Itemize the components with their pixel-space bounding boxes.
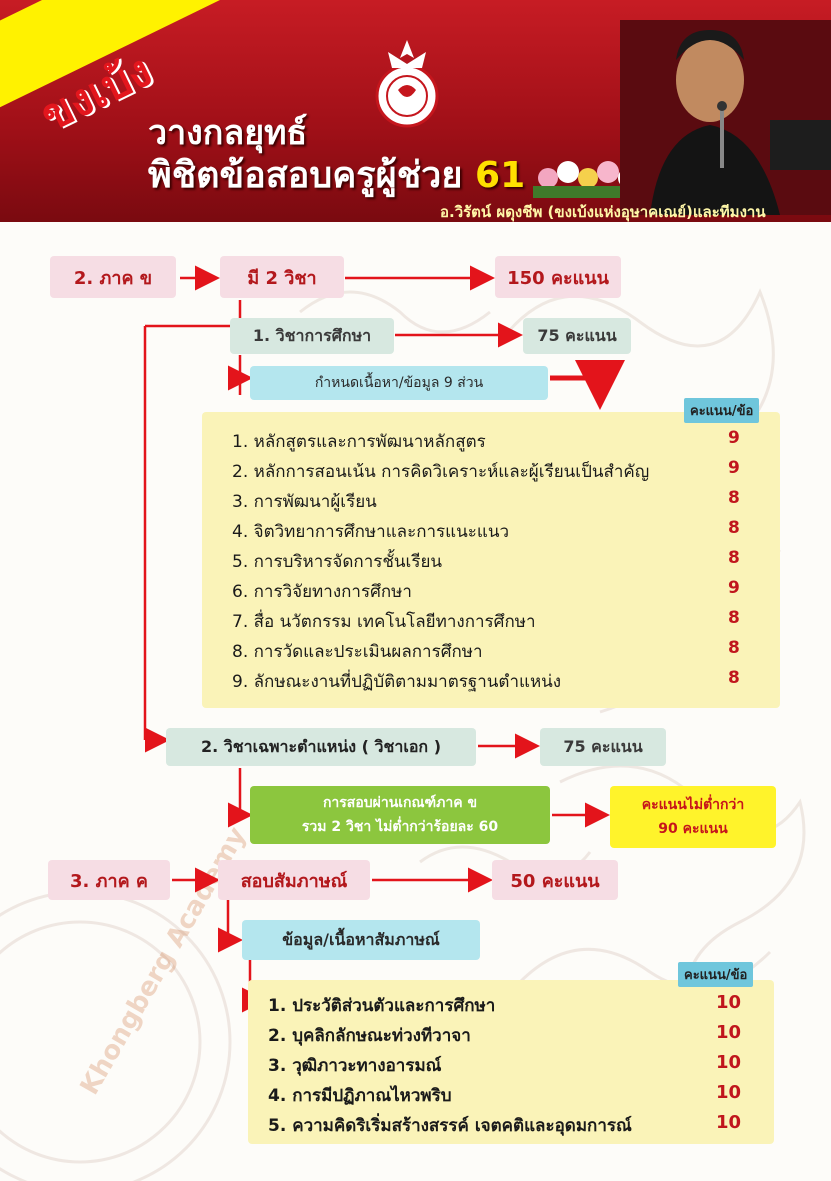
subject-1-content-label: กำหนดเนื้อหา/ข้อมูล 9 ส่วน — [250, 366, 548, 400]
subject-1-score: 75 คะแนน — [523, 318, 631, 354]
min-score-box: คะแนนไม่ต่ำกว่า 90 คะแนน — [610, 786, 776, 848]
part-c-label: 3. ภาค ค — [48, 860, 170, 900]
subject-2-label: 2. วิชาเฉพาะตำแหน่ง ( วิชาเอก ) — [166, 728, 476, 766]
title-line-1: วางกลยุทธ์ — [148, 113, 308, 153]
subject-1-item: 2. หลักการสอนเน้น การคิดวิเคราะห์และผู้เ… — [232, 462, 650, 482]
part-c-item-score: 10 — [716, 1112, 742, 1133]
pass-criteria-box: การสอบผ่านเกณฑ์ภาค ข รวม 2 วิชา ไม่ต่ำกว… — [250, 786, 550, 844]
part-b-subjects: มี 2 วิชา — [220, 256, 344, 298]
part-c-score-header: คะแนน/ข้อ — [678, 962, 754, 987]
subject-1-item-score: 9 — [728, 428, 740, 448]
part-b-label: 2. ภาค ข — [50, 256, 176, 298]
part-c-content-label: ข้อมูล/เนื้อหาสัมภาษณ์ — [242, 920, 480, 960]
subject-1-item: 6. การวิจัยทางการศึกษา — [232, 582, 412, 602]
subject-1-item: 5. การบริหารจัดการชั้นเรียน — [232, 552, 443, 572]
part-c-interview: สอบสัมภาษณ์ — [218, 860, 370, 900]
part-c-item-score: 10 — [716, 992, 742, 1013]
min-score-line-2: 90 คะแนน — [658, 821, 728, 837]
part-c-item: 5. ความคิดริเริ่มสร้างสรรค์ เจตคติและอุด… — [268, 1116, 632, 1136]
subject-1-topic-list — [202, 412, 780, 708]
subject-1-item-score: 8 — [728, 518, 740, 538]
subject-1-item: 8. การวัดและประเมินผลการศึกษา — [232, 642, 483, 662]
pass-criteria-line-1: การสอบผ่านเกณฑ์ภาค ข — [322, 795, 478, 811]
pass-criteria-line-2: รวม 2 วิชา ไม่ต่ำกว่าร้อยละ 60 — [301, 819, 499, 835]
subject-1-item: 3. การพัฒนาผู้เรียน — [232, 492, 377, 512]
subject-2-score: 75 คะแนน — [540, 728, 666, 766]
header-banner: ขงเบ้ง วางกลยุทธ์ พิชิตข้อสอบครูผู้ช่วย … — [0, 0, 831, 222]
part-c-item: 1. ประวัติส่วนตัวและการศึกษา — [268, 996, 496, 1016]
subject-1-item-score: 8 — [728, 638, 740, 658]
subject-1-item: 9. ลักษณะงานที่ปฏิบัติตามมาตรฐานตำแหน่ง — [232, 672, 562, 692]
min-score-line-1: คะแนนไม่ต่ำกว่า — [641, 797, 745, 813]
subject-1-item: 7. สื่อ นวัตกรรม เทคโนโลยีทางการศึกษา — [232, 612, 536, 632]
title-line-2-text: พิชิตข้อสอบครูผู้ช่วย — [148, 155, 463, 196]
part-c-topic-list — [248, 980, 774, 1144]
subject-1-item-score: 8 — [728, 608, 740, 628]
part-c-item-score: 10 — [716, 1052, 742, 1073]
part-c-item-score: 10 — [716, 1082, 742, 1103]
part-c-item-score: 10 — [716, 1022, 742, 1043]
speaker-photo — [620, 20, 831, 215]
part-c-item: 2. บุคลิกลักษณะท่วงทีวาจา — [268, 1026, 471, 1046]
subject-1-item-score: 8 — [728, 548, 740, 568]
subject-1-item-score: 9 — [728, 458, 740, 478]
part-b-total-score: 150 คะแนน — [495, 256, 621, 298]
subject-1-item-score: 8 — [728, 488, 740, 508]
emblem-logo-icon — [375, 40, 439, 128]
credit-line: อ.วิรัตน์ ผดุงชีพ (ขงเบ้งแห่งอุษาคเณย์)แ… — [440, 203, 766, 221]
subject-1-score-header: คะแนน/ข้อ — [684, 398, 760, 423]
subject-1-item: 1. หลักสูตรและการพัฒนาหลักสูตร — [232, 432, 486, 452]
title-line-2-number: 61 — [475, 155, 526, 196]
subject-1-item: 4. จิตวิทยาการศึกษาและการแนะแนว — [232, 522, 509, 542]
subject-1-item-score: 9 — [728, 578, 740, 598]
subject-1-label: 1. วิชาการศึกษา — [230, 318, 394, 354]
part-c-item: 4. การมีปฏิภาณไหวพริบ — [268, 1086, 452, 1106]
title-line-2: พิชิตข้อสอบครูผู้ช่วย 61 — [148, 146, 525, 203]
part-c-item: 3. วุฒิภาวะทางอารมณ์ — [268, 1056, 442, 1076]
part-c-score: 50 คะแนน — [492, 860, 618, 900]
subject-1-item-score: 8 — [728, 668, 740, 688]
